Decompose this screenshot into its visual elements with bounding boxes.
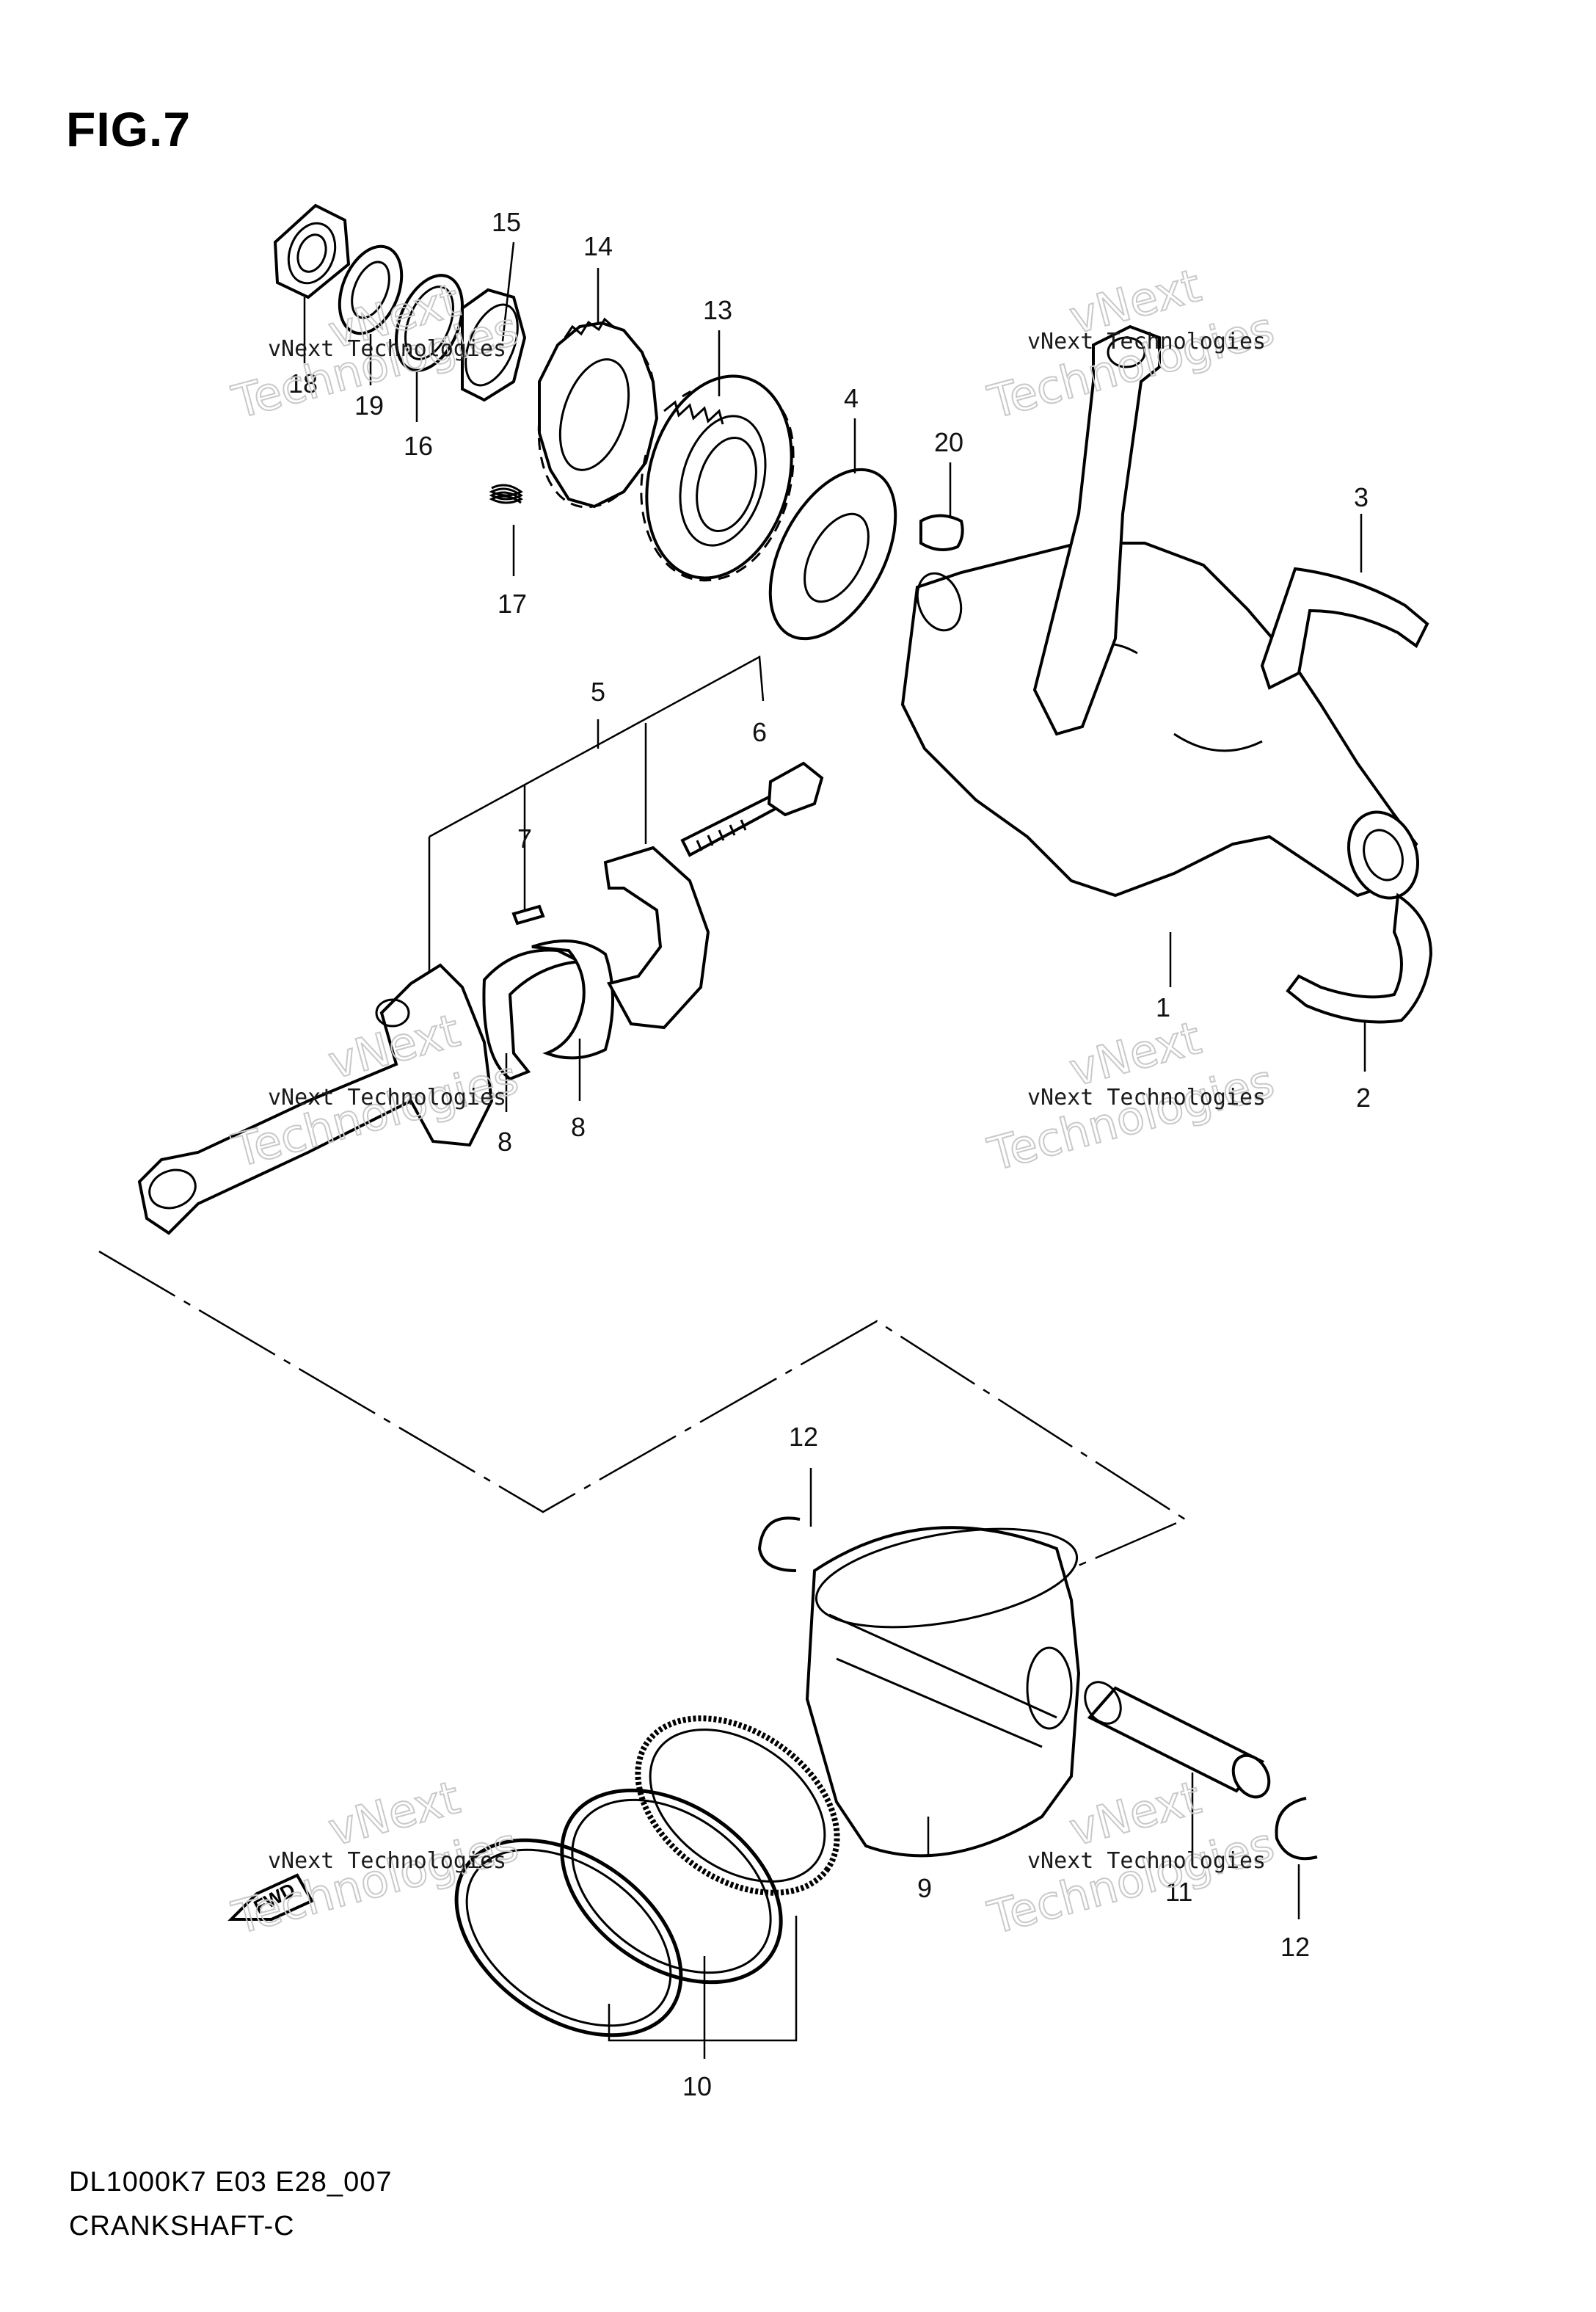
svg-text:vNext Technologies: vNext Technologies bbox=[1027, 1848, 1266, 1874]
part-6-bolt bbox=[680, 761, 824, 857]
part-12-circlip-left bbox=[757, 1516, 801, 1572]
part-3-bearing-upper bbox=[1260, 567, 1429, 690]
callout-labels: 1 2 3 5 6 7 8 8 9 10 11 12 12 13 14 15 1… bbox=[288, 207, 1371, 2101]
part-conrod-cap bbox=[603, 846, 710, 1030]
part-20-key bbox=[919, 514, 964, 551]
callout-7: 7 bbox=[517, 824, 532, 854]
callout-1: 1 bbox=[1156, 992, 1170, 1022]
part-8-bearing-pair bbox=[482, 939, 614, 1081]
callout-13: 13 bbox=[703, 295, 732, 325]
callout-12-top: 12 bbox=[789, 1422, 818, 1452]
part-9-piston bbox=[805, 1526, 1081, 1858]
callout-15: 15 bbox=[492, 207, 521, 237]
callout-8b: 8 bbox=[571, 1112, 586, 1142]
part-17-spring bbox=[489, 484, 523, 504]
part-12-circlip-right bbox=[1275, 1797, 1318, 1861]
callout-11: 11 bbox=[1165, 1877, 1192, 1907]
callout-6: 6 bbox=[752, 717, 767, 747]
part-10-ring-set bbox=[454, 1715, 840, 2037]
svg-text:vNext Technologies: vNext Technologies bbox=[1027, 1085, 1266, 1110]
callout-3: 3 bbox=[1354, 482, 1369, 512]
part-15-lock-washer bbox=[461, 288, 527, 402]
callout-9: 9 bbox=[917, 1873, 932, 1903]
callout-10: 10 bbox=[682, 2071, 712, 2101]
callout-2: 2 bbox=[1356, 1083, 1371, 1113]
part-4-thrust-washer bbox=[768, 468, 897, 641]
crankshaft-con-rod bbox=[1032, 324, 1161, 736]
part-13-gear bbox=[640, 374, 795, 582]
callout-17: 17 bbox=[498, 589, 527, 619]
part-1-crankshaft bbox=[900, 542, 1420, 900]
svg-text:vNext Technologies: vNext Technologies bbox=[268, 336, 506, 362]
part-11-piston-pin bbox=[1084, 1681, 1271, 1799]
callout-18: 18 bbox=[288, 368, 318, 399]
watermark-4: vNext Technologies vNext Technologies bbox=[982, 1010, 1280, 1182]
part-16-ring bbox=[395, 274, 464, 372]
figure-name: CRANKSHAFT-C bbox=[69, 2211, 295, 2242]
part-19-washer bbox=[338, 244, 404, 335]
callout-leaders bbox=[303, 241, 1366, 2059]
part-14-gear bbox=[537, 317, 659, 509]
fwd-arrow: FWD bbox=[227, 1873, 314, 1921]
part-2-bearing-lower bbox=[1286, 893, 1433, 1024]
callout-19: 19 bbox=[354, 390, 384, 421]
assembly-boundary bbox=[98, 1250, 1187, 1568]
callout-5: 5 bbox=[591, 677, 605, 707]
figure-title: FIG.7 bbox=[66, 102, 192, 156]
part-7-pin bbox=[511, 904, 545, 926]
svg-text:vNext Technologies: vNext Technologies bbox=[1027, 329, 1266, 355]
callout-20: 20 bbox=[934, 427, 963, 457]
callout-12-bottom: 12 bbox=[1280, 1932, 1310, 1962]
svg-text:vNext Technologies: vNext Technologies bbox=[268, 1085, 506, 1110]
callout-4: 4 bbox=[844, 383, 859, 413]
callout-16: 16 bbox=[404, 431, 433, 461]
watermark-5: vNext Technologies vNext Technologies bbox=[226, 1770, 525, 1946]
part-5-conrod-assembly-bracket bbox=[428, 655, 765, 973]
figure-code: DL1000K7 E03 E28_007 bbox=[69, 2167, 393, 2198]
part-conrod-lower bbox=[137, 963, 494, 1235]
part-18-nut bbox=[273, 203, 351, 299]
callout-14: 14 bbox=[583, 231, 613, 261]
svg-text:vNext Technologies: vNext Technologies bbox=[268, 1848, 506, 1874]
callout-8a: 8 bbox=[498, 1127, 512, 1157]
